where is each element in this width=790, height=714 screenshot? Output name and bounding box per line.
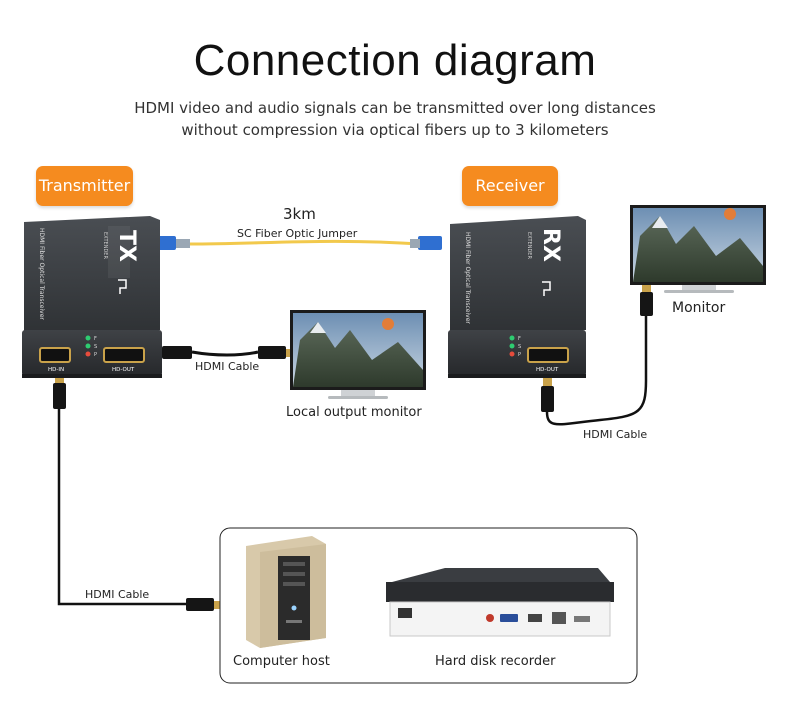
rx-led-p-label: P (518, 352, 521, 358)
transmitter-device: TX EXTENDER HDMI Fiber Optical Transceiv… (22, 216, 162, 378)
local-output-monitor (290, 310, 426, 399)
fiber-jumper-label: SC Fiber Optic Jumper (237, 227, 358, 240)
hard-disk-recorder-label: Hard disk recorder (435, 654, 556, 669)
hdmi-cable-receiver-label: HDMI Cable (583, 428, 648, 441)
hdmi-cable-receiver (541, 283, 653, 426)
monitor-label: Monitor (672, 300, 726, 316)
diagram-title: Connection diagram (193, 36, 597, 85)
hdmi-cable-source-label: HDMI Cable (85, 588, 150, 601)
computer-host-icon (246, 536, 326, 648)
rx-hdmi-out-port (527, 347, 569, 363)
tx-port-out-label: HD-OUT (112, 367, 135, 373)
rx-port-out-label: HD-OUT (536, 367, 559, 373)
subtitle-line-2: without compression via optical fibers u… (181, 121, 609, 139)
tx-port-in-label: HD-IN (48, 367, 64, 373)
balloon-icon (382, 318, 394, 330)
receiver-badge: Receiver (462, 166, 558, 206)
rx-led-p (509, 351, 515, 357)
tx-hdmi-in-port (39, 347, 71, 363)
transmitter-badge: Transmitter (36, 166, 133, 206)
local-output-monitor-label: Local output monitor (286, 405, 422, 420)
rx-code: RX (538, 228, 563, 262)
computer-host-label: Computer host (233, 654, 330, 669)
tx-led-p-label: P (94, 352, 97, 358)
fiber-distance-label: 3km (283, 205, 316, 223)
tx-side-text: HDMI Fiber Optical Transceiver (38, 228, 45, 320)
balloon-icon-2 (724, 208, 736, 220)
hdmi-cable-source (53, 373, 224, 611)
tx-led-s-label: S (94, 344, 97, 350)
rx-led-f (509, 335, 515, 341)
fiber-jumper-cable (152, 236, 442, 250)
tx-code: TX (114, 230, 139, 262)
rx-led-s (509, 343, 515, 349)
hdmi-cable-local-label: HDMI Cable (195, 360, 260, 373)
tx-hdmi-out-port (103, 347, 145, 363)
rx-extender-text: EXTENDER (526, 232, 532, 259)
remote-monitor (630, 205, 766, 293)
tx-led-f-label: F (94, 336, 97, 342)
tx-led-s (85, 343, 91, 349)
tx-led-f (85, 335, 91, 341)
subtitle-line-1: HDMI video and audio signals can be tran… (134, 99, 656, 117)
hdmi-cable-local (150, 346, 296, 359)
rx-led-f-label: F (518, 336, 521, 342)
receiver-device: RX EXTENDER HDMI Fiber Optical Transceiv… (448, 216, 586, 378)
rx-side-text: HDMI Fiber Optical Transceiver (464, 232, 471, 324)
hard-disk-recorder-icon (386, 568, 614, 637)
rx-led-s-label: S (518, 344, 521, 350)
tx-extender-text: EXTENDER (102, 232, 108, 259)
tx-led-p (85, 351, 91, 357)
